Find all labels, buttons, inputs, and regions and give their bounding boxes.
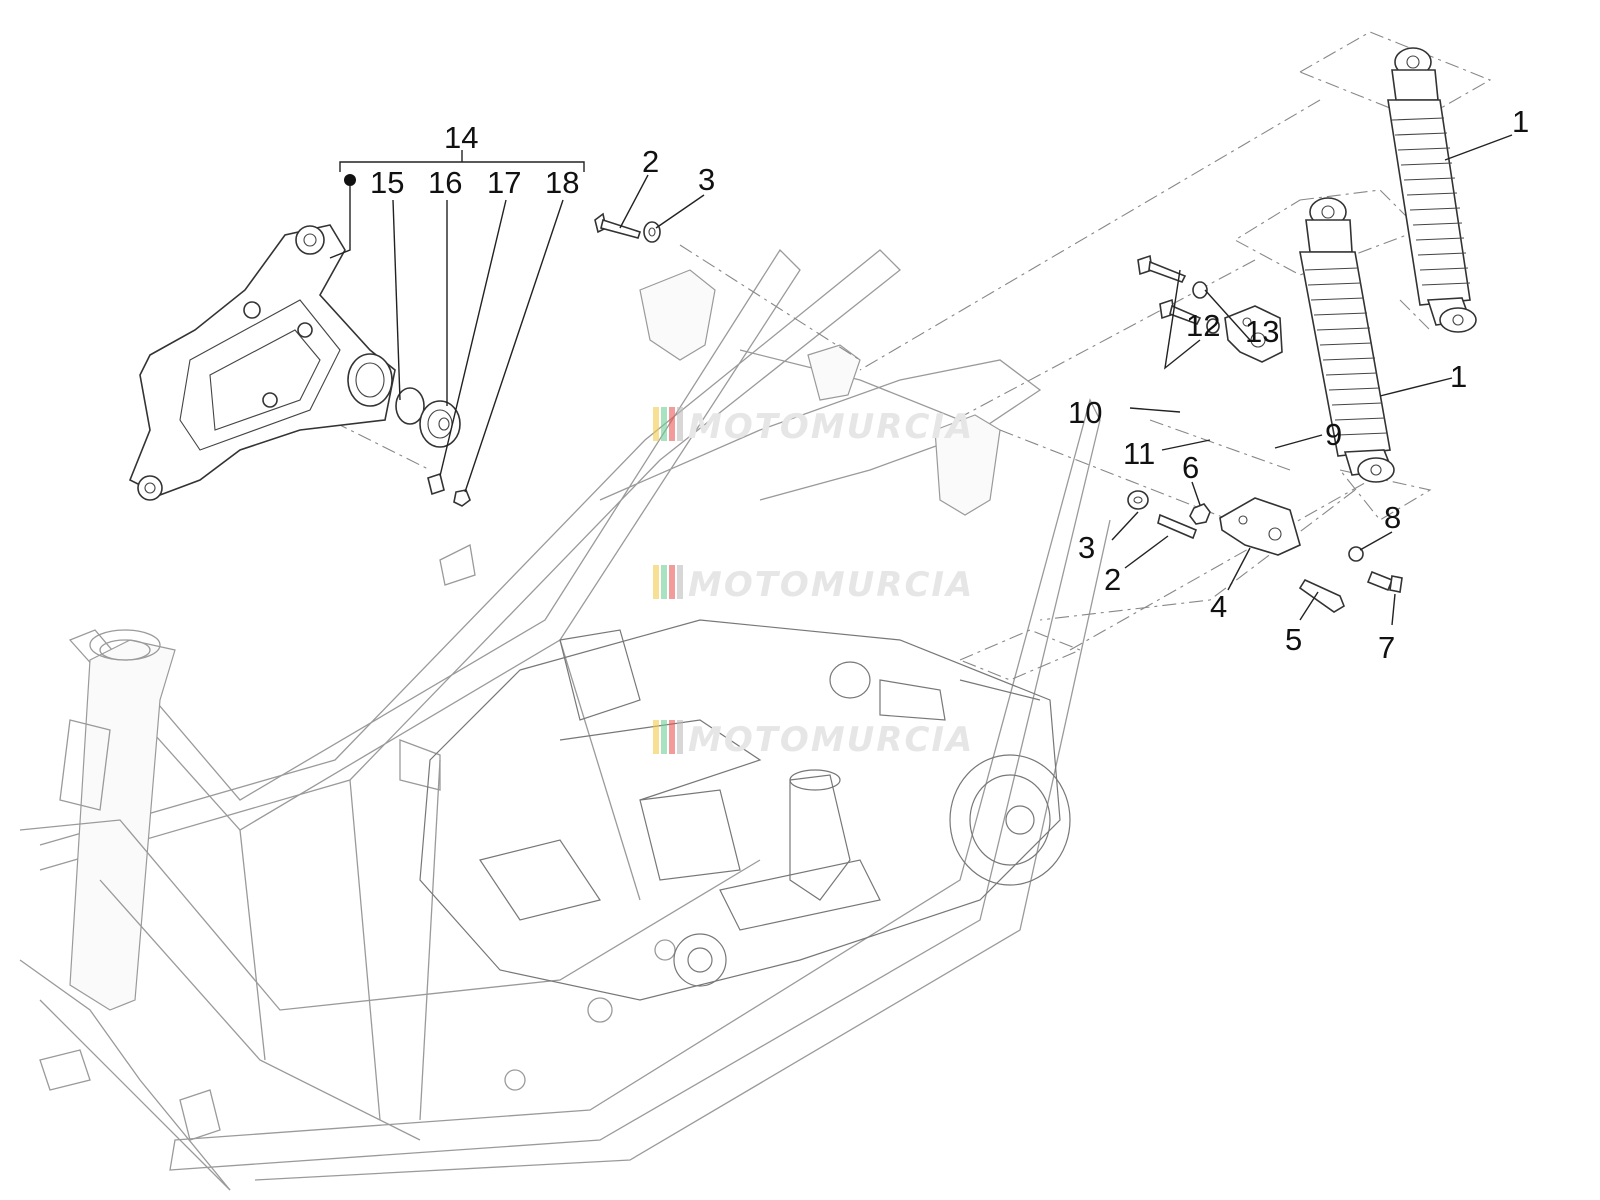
engine-unit xyxy=(419,619,1071,1001)
snap-ring-part xyxy=(453,489,471,507)
callout-2-right: 2 xyxy=(1104,562,1121,597)
bracket-4 xyxy=(1219,497,1301,556)
callout-14: 14 xyxy=(444,120,478,155)
watermark-stripe-1 xyxy=(653,407,659,441)
callout-12: 12 xyxy=(1186,308,1220,343)
watermark-3: MOTOMURCIA xyxy=(653,720,974,760)
scooter-frame xyxy=(19,248,1111,1191)
washer-13 xyxy=(1192,281,1208,299)
watermark-2: MOTOMURCIA xyxy=(653,565,974,605)
shock-absorber-rear xyxy=(1387,47,1477,333)
group-bullet xyxy=(344,174,356,186)
callout-3-top: 3 xyxy=(698,162,715,197)
shock-absorber-front xyxy=(1299,197,1395,483)
callout-1-front: 1 xyxy=(1450,359,1467,394)
bolt-top xyxy=(594,212,642,239)
callout-18: 18 xyxy=(545,165,579,200)
bearing-part xyxy=(419,400,461,448)
watermark-text: MOTOMURCIA xyxy=(688,407,974,447)
washer-3-right xyxy=(1127,490,1149,510)
callout-15: 15 xyxy=(370,165,404,200)
callout-17: 17 xyxy=(487,165,521,200)
engine-support-arm xyxy=(128,224,396,501)
bush-part xyxy=(427,472,445,496)
watermark-text: MOTOMURCIA xyxy=(688,720,974,760)
callout-7: 7 xyxy=(1378,630,1395,665)
callout-6: 6 xyxy=(1182,450,1199,485)
callout-3-right: 3 xyxy=(1078,530,1095,565)
callout-13: 13 xyxy=(1245,314,1279,349)
circlip-part xyxy=(395,387,425,425)
leader-lines xyxy=(329,134,1513,626)
washer-top xyxy=(643,221,661,243)
callout-2-top: 2 xyxy=(642,144,659,179)
callout-16: 16 xyxy=(428,165,462,200)
bolt-12 xyxy=(1137,254,1187,283)
bracket-9 xyxy=(1224,305,1283,363)
callout-10: 10 xyxy=(1068,395,1102,430)
washer-8 xyxy=(1348,546,1364,562)
watermark-text: MOTOMURCIA xyxy=(688,565,974,605)
bolt-7 xyxy=(1366,570,1403,593)
callouts: 14 15 16 17 18 2 3 1 1 12 13 10 9 11 6 8… xyxy=(370,104,1529,665)
bolt-10 xyxy=(1159,298,1202,325)
callout-8: 8 xyxy=(1384,500,1401,535)
callout-9: 9 xyxy=(1325,417,1342,452)
assembly-lines xyxy=(309,31,1492,681)
watermark-1: MOTOMURCIA xyxy=(653,407,974,447)
callout-1-rear: 1 xyxy=(1512,104,1529,139)
callout-11: 11 xyxy=(1123,436,1155,471)
nut-6 xyxy=(1189,503,1211,525)
bolt-2-right xyxy=(1157,513,1198,540)
bolt-5 xyxy=(1298,578,1345,613)
washer-11 xyxy=(1206,318,1220,334)
callout-4: 4 xyxy=(1210,589,1227,624)
callout-5: 5 xyxy=(1285,622,1302,657)
